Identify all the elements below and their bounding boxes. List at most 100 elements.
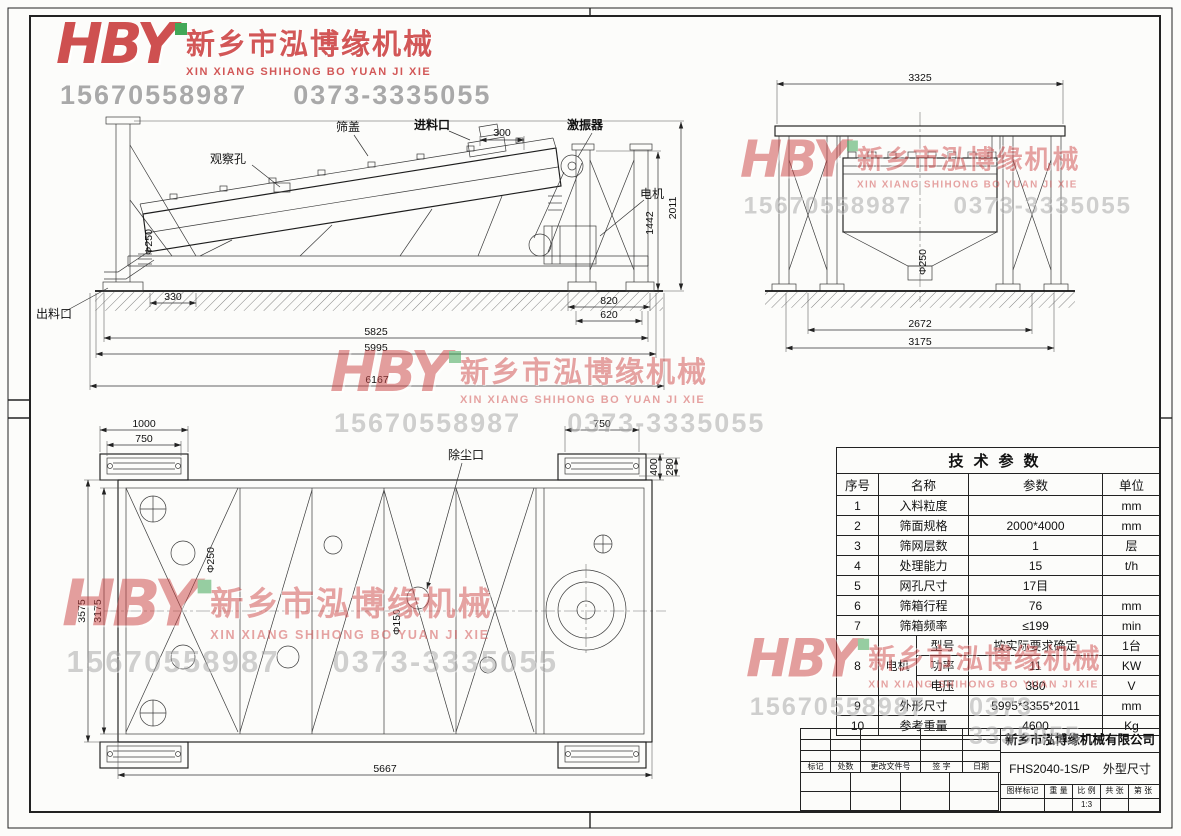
cell-empty (831, 751, 861, 761)
cell-empty (801, 773, 851, 792)
cell: 1 (968, 535, 1103, 556)
dim-length-total: 6167 (365, 374, 389, 386)
cell: 型号 (916, 635, 969, 656)
cell: 8 (836, 635, 879, 696)
dim-width-inner: 3175 (92, 599, 104, 623)
cell: 5 (836, 575, 879, 596)
cell-empty (801, 729, 831, 739)
dim-total-height: 2011 (667, 197, 679, 220)
cell: 按实际要求确定 (968, 635, 1103, 656)
dim-feed-width: 300 (493, 127, 511, 139)
side-view-labels: 观察孔 筛盖 进料口 激振器 电机 出料口 (36, 117, 664, 321)
dim-outlet-dia: Φ250 (917, 249, 929, 275)
sheet-title: 外型尺寸 (1102, 762, 1151, 776)
dim-base-inner: 620 (600, 309, 618, 321)
drawing-number: FHS2040-1S/P (1009, 761, 1090, 776)
cell: 2000*4000 (968, 515, 1103, 536)
cell: 1 (836, 495, 879, 516)
table-row: 9 外形尺寸 5995*3355*2011 mm (836, 695, 1162, 716)
cell: 76 (968, 595, 1103, 616)
revision-row (801, 751, 1000, 762)
dim-hole-dia-a: Φ250 (205, 547, 217, 573)
end-view-dimensions: 3325 Φ250 2672 3175 (776, 72, 1064, 352)
signature-grid (801, 773, 1000, 811)
cell: ≤199 (968, 615, 1103, 636)
end-view-linework (765, 112, 1075, 308)
dim-frame-height: 1442 (644, 211, 656, 235)
cell: mm (1101, 515, 1162, 536)
col-header-unit: 单位 (1101, 473, 1162, 496)
cell: 筛箱行程 (878, 595, 969, 616)
cell: 17目 (968, 575, 1103, 596)
top-view-dimensions: 1000 750 750 400 280 3575 3175 5667 Φ250… (76, 418, 680, 779)
title-block-info: 图样标记 重 量 比 例 共 张 第 张 1:3 (1001, 785, 1159, 811)
cell: mm (1101, 695, 1162, 716)
cell-empty (801, 740, 831, 750)
cell: 15 (968, 555, 1103, 576)
info-header: 比 例 (1073, 785, 1101, 798)
table-row: 3 筛网层数 1 层 (836, 535, 1162, 556)
cell-empty (963, 740, 999, 750)
drawing-title: FHS2040-1S/P 外型尺寸 (1001, 753, 1159, 785)
cell-empty (801, 792, 851, 811)
table-row: 10 参考重量 4600 Kg (836, 715, 1162, 736)
dim-spring-dia: Φ250 (143, 229, 155, 255)
spec-table: 技术参数 序号 名称 参数 单位 1 入料粒度 mm 2 筛面规格 2000*4… (835, 447, 1162, 736)
revision-header-row: 标记 处数 更改文件号 签 字 日期 (801, 762, 1000, 773)
sheet-index-label: 第 张 (1133, 786, 1153, 795)
dim-length-frame: 5825 (364, 326, 388, 338)
cell: 4 (836, 555, 879, 576)
table-row: 7 筛箱频率 ≤199 min (836, 615, 1162, 636)
cell: 1台 (1101, 635, 1162, 656)
label-feed-inlet: 进料口 (414, 117, 450, 132)
title-block-main: 新乡市泓博缘机械有限公司 FHS2040-1S/P 外型尺寸 图样标记 重 量 … (1001, 729, 1159, 811)
cell: t/h (1101, 555, 1162, 576)
cell: 功率 (916, 655, 969, 676)
spec-table-title: 技术参数 (835, 447, 1162, 474)
table-row: 6 筛箱行程 76 mm (836, 595, 1162, 616)
table-row: 4 处理能力 15 t/h (836, 555, 1162, 576)
cell-empty (921, 740, 963, 750)
cell: 外形尺寸 (878, 695, 969, 716)
table-row: 1 入料粒度 mm (836, 495, 1162, 516)
table-row-motor: 功率 11 KW (837, 655, 1162, 676)
cell: 层 (1101, 535, 1162, 556)
scale-value: 1:3 (1073, 798, 1101, 811)
dim-width-outer: 3575 (76, 599, 88, 623)
cell: 处理能力 (878, 555, 969, 576)
sheet-total-label: 共 张 (1101, 785, 1129, 798)
dim-leg-span-inner: 2672 (908, 318, 932, 330)
cell-empty (963, 729, 999, 739)
info-header: 图样标记 (1001, 785, 1045, 798)
cell: Kg (1101, 715, 1162, 736)
title-block: 标记 处数 更改文件号 签 字 日期 新乡市泓博缘机械有限公司 FHS2040-… (800, 728, 1160, 812)
cell-empty (1101, 798, 1129, 811)
cell-empty (963, 751, 999, 761)
dim-base-outer: 820 (600, 295, 618, 307)
table-row: 2 筛面规格 2000*4000 mm (836, 515, 1162, 536)
revision-header: 标记 (801, 762, 831, 772)
cell-empty (901, 792, 950, 811)
dim-plate-slot: 750 (135, 433, 153, 445)
cell: 电压 (916, 675, 969, 696)
col-header-name: 名称 (878, 473, 969, 496)
cell: 3 (836, 535, 879, 556)
label-dust-port: 除尘口 (448, 447, 484, 462)
dim-length-overall: 5995 (364, 342, 388, 354)
side-view-linework (95, 116, 684, 311)
dim-foot-offset: 330 (164, 291, 182, 303)
cell: 电机 (878, 635, 917, 696)
label-inspection-hole: 观察孔 (210, 152, 246, 166)
cell: 筛面规格 (878, 515, 969, 536)
cell-empty (831, 729, 861, 739)
dim-plate-len: 1000 (132, 418, 156, 430)
cell-empty (921, 729, 963, 739)
cell-empty (861, 740, 921, 750)
cell: 380 (968, 675, 1103, 696)
cell-empty (801, 751, 831, 761)
cell-empty (831, 740, 861, 750)
cell: 6 (836, 595, 879, 616)
info-header: 重 量 (1045, 785, 1073, 798)
